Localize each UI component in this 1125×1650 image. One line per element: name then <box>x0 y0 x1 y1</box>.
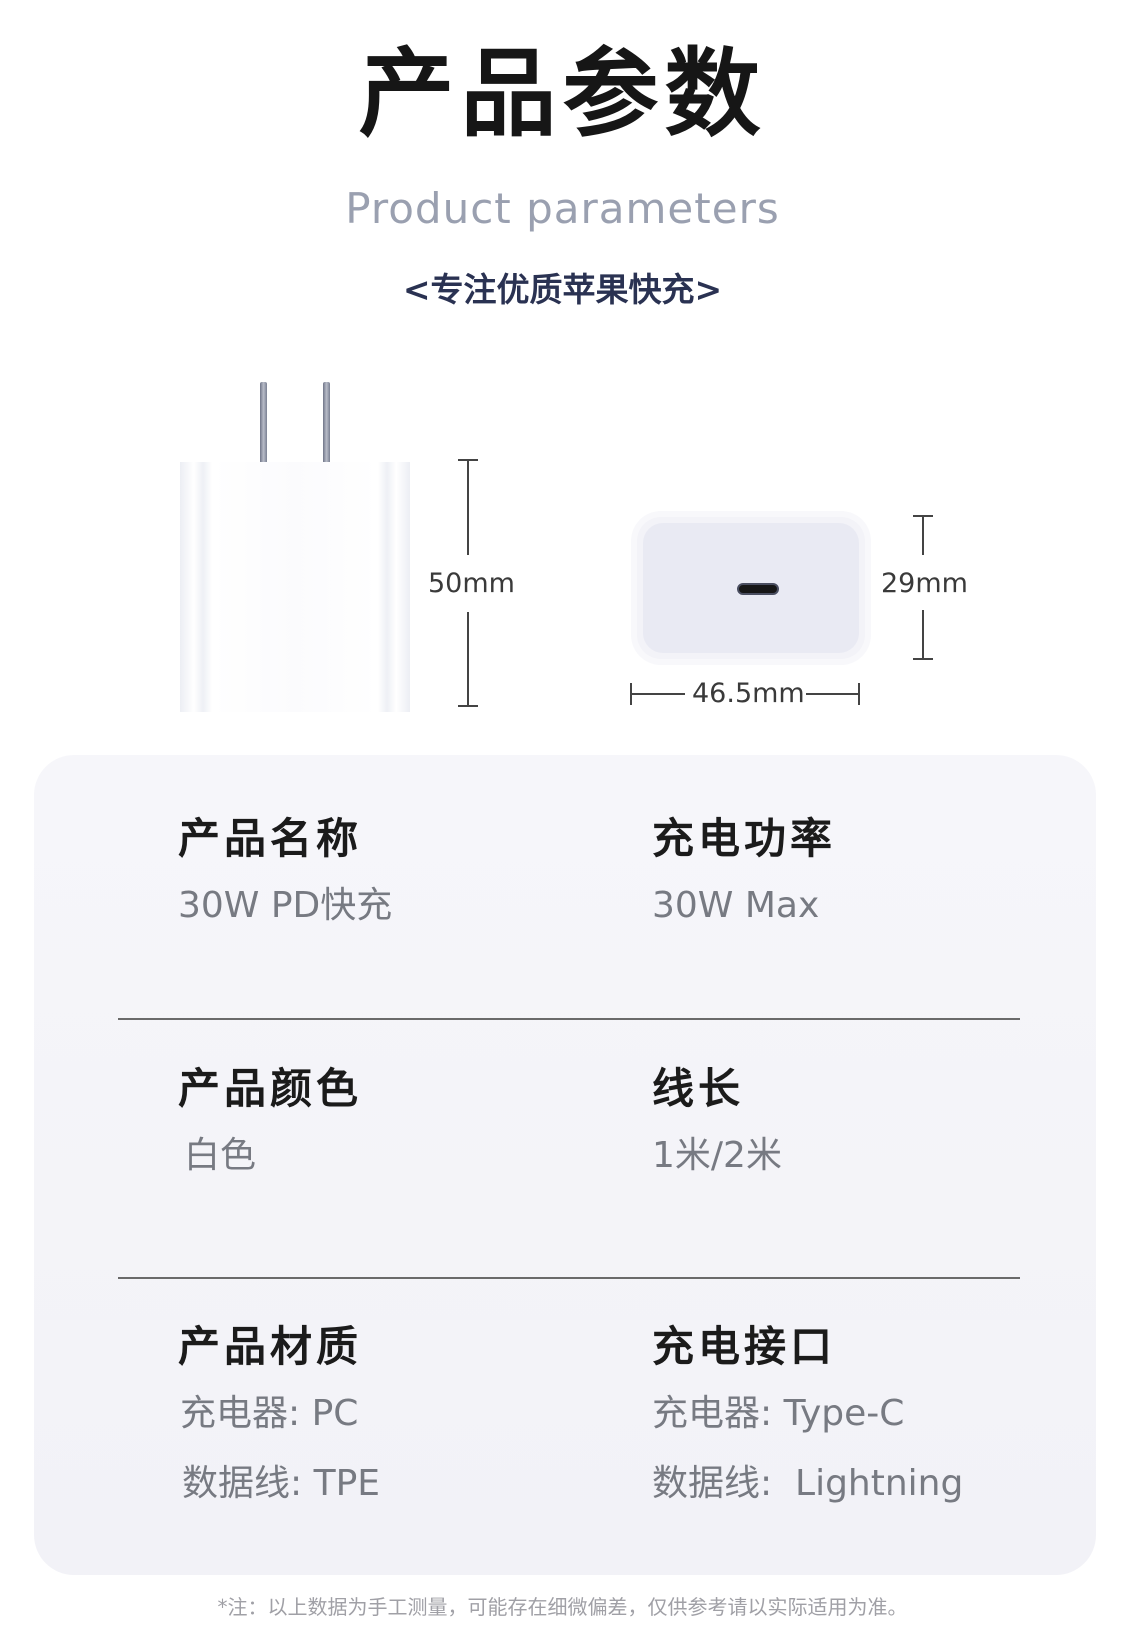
page-subtitle: Product parameters <box>345 184 780 233</box>
usb-c-port-icon <box>737 583 779 595</box>
spec-label-cable-length: 线长 <box>652 1064 745 1113</box>
spec-value-material-cable: 数据线: TPE <box>182 1463 381 1504</box>
spec-value-interface-cable: 数据线: Lightning <box>652 1463 964 1504</box>
spec-label-material: 产品材质 <box>178 1322 363 1371</box>
height-dimension-label: 50mm <box>428 568 515 599</box>
spec-label-product-name: 产品名称 <box>178 814 363 863</box>
footnote: *注：以上数据为手工测量，可能存在细微偏差，仅供参考请以实际适用为准。 <box>217 1595 908 1619</box>
depth-dimension-label: 29mm <box>881 568 968 599</box>
spec-value-color: 白色 <box>184 1135 257 1176</box>
tagline: <专注优质苹果快充> <box>402 270 723 309</box>
spec-value-charging-power: 30W Max <box>652 885 820 926</box>
width-dimension-marker <box>630 683 860 705</box>
row-divider <box>118 1277 1020 1279</box>
spec-card <box>34 755 1096 1575</box>
depth-dimension-marker <box>913 515 933 660</box>
width-dimension-label: 46.5mm <box>692 678 805 709</box>
spec-label-interface: 充电接口 <box>652 1322 837 1371</box>
plug-prong-right <box>323 382 330 464</box>
page-title: 产品参数 <box>358 38 767 150</box>
spec-value-material-charger: 充电器: PC <box>180 1393 359 1434</box>
spec-value-cable-length: 1米/2米 <box>652 1135 782 1176</box>
charger-body <box>180 462 410 712</box>
charger-front-view-image <box>637 517 865 659</box>
plug-prong-left <box>260 382 267 464</box>
spec-value-interface-charger: 充电器: Type-C <box>652 1393 905 1434</box>
spec-label-charging-power: 充电功率 <box>652 814 837 863</box>
spec-label-color: 产品颜色 <box>178 1064 363 1113</box>
row-divider <box>118 1018 1020 1020</box>
charger-side-view-image <box>180 382 410 712</box>
spec-value-product-name: 30W PD快充 <box>178 885 393 926</box>
height-dimension-marker <box>458 459 478 707</box>
